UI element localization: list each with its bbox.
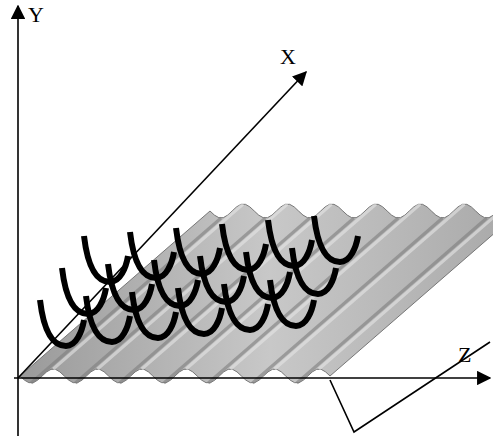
u-curve: [86, 296, 130, 342]
surface-ridge: [275, 204, 465, 369]
u-curve: [224, 284, 268, 330]
surface-ridge: [253, 218, 443, 383]
wavy-surface: [20, 204, 493, 383]
y-axis: [17, 6, 19, 436]
u-curve: [132, 292, 176, 338]
u-curve: [176, 228, 220, 274]
u-curve: [246, 252, 290, 298]
u-curve: [270, 280, 314, 326]
axis-label: Y: [28, 4, 44, 26]
surface-sheet: [20, 204, 493, 382]
frame-line: [330, 342, 490, 432]
axis-label: Z: [458, 344, 471, 366]
u-curve: [268, 220, 312, 266]
surface-ridge: [297, 218, 487, 383]
x-axis: [18, 72, 306, 378]
u-curve: [40, 300, 84, 346]
u-curve: [222, 224, 266, 270]
u-curve: [178, 288, 222, 334]
u-curve: [84, 236, 128, 282]
u-curve: [314, 216, 358, 262]
surface-ridge: [230, 204, 420, 369]
u-curve: [200, 256, 244, 302]
u-curve: [292, 248, 336, 294]
u-curve: [108, 264, 152, 310]
u-curve: [154, 260, 198, 306]
u-curves: [40, 216, 358, 346]
u-curve: [130, 232, 174, 278]
z-axis: [14, 377, 490, 379]
axes: [14, 6, 490, 436]
surface-ridge: [208, 218, 398, 383]
axis-label: X: [280, 46, 296, 68]
surface-ridge: [319, 204, 493, 369]
